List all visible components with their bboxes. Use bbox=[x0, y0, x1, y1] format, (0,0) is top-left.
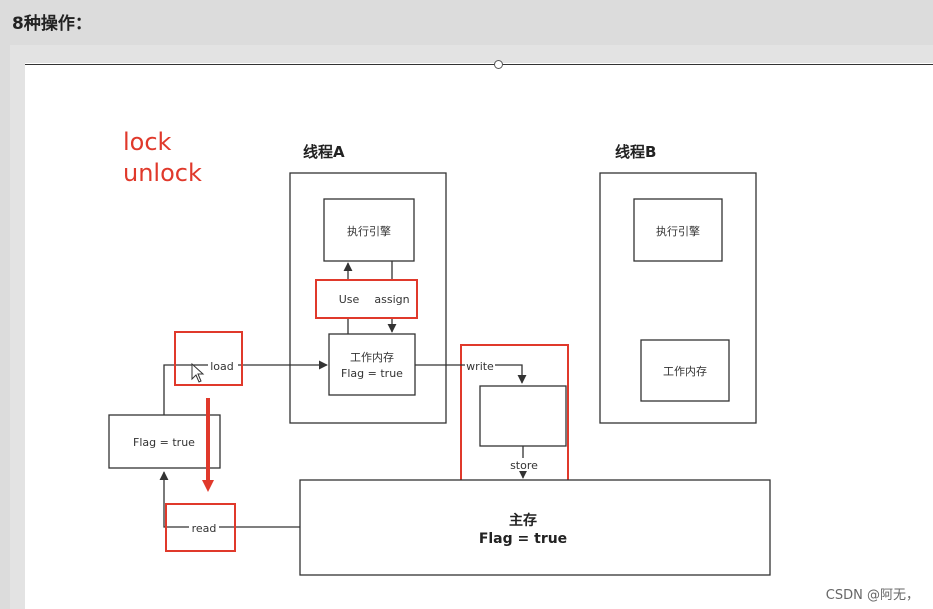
top-divider bbox=[25, 64, 933, 65]
thread-b-work-memory-label: 工作内存 bbox=[663, 364, 707, 378]
write-path bbox=[415, 364, 527, 384]
write-label-bg bbox=[465, 359, 495, 372]
annotation-lock: lock bbox=[123, 128, 172, 156]
thread-b-engine-box bbox=[633, 198, 723, 262]
annotation-unlock: unlock bbox=[123, 159, 202, 187]
read-path bbox=[159, 471, 300, 528]
thread-a-flag-label: Flag = true bbox=[341, 367, 403, 380]
main-memory-title: 主存 bbox=[509, 512, 537, 529]
thread-b-title: 线程B bbox=[615, 143, 656, 161]
use-label: Use bbox=[339, 293, 360, 306]
divider-handle[interactable] bbox=[494, 60, 503, 69]
thread-a-work-memory-label: 工作内存 bbox=[350, 350, 394, 364]
read-label-bg bbox=[189, 521, 219, 535]
read-highlight bbox=[165, 503, 236, 552]
main-memory-box bbox=[299, 479, 771, 576]
load-highlight bbox=[174, 331, 243, 386]
buffer-box bbox=[479, 385, 567, 447]
left-flag-label: Flag = true bbox=[133, 436, 195, 449]
store-label: store bbox=[510, 459, 538, 472]
assign-label: assign bbox=[374, 293, 409, 306]
thread-a-container bbox=[289, 172, 447, 424]
write-label: write bbox=[466, 360, 494, 373]
left-flag-box bbox=[108, 414, 221, 469]
load-label: load bbox=[210, 360, 234, 373]
thread-a-title: 线程A bbox=[303, 143, 345, 161]
thread-b-work-memory-box bbox=[640, 339, 730, 402]
thread-b-engine-label: 执行引擎 bbox=[656, 224, 700, 238]
thread-a-engine-label: 执行引擎 bbox=[347, 224, 391, 238]
main-memory-flag: Flag = true bbox=[479, 531, 567, 547]
thread-a-engine-box bbox=[323, 198, 415, 262]
load-label-bg bbox=[208, 358, 238, 372]
read-label: read bbox=[192, 522, 217, 535]
thread-a-work-memory-box bbox=[328, 333, 416, 396]
cursor-icon bbox=[191, 362, 205, 383]
watermark: CSDN @阿无， bbox=[825, 588, 919, 603]
thread-b-container bbox=[599, 172, 757, 424]
load-path bbox=[163, 360, 328, 415]
store-label-bg bbox=[507, 458, 540, 471]
page-heading: 8种操作： bbox=[12, 14, 92, 34]
use-assign-highlight bbox=[315, 279, 418, 319]
